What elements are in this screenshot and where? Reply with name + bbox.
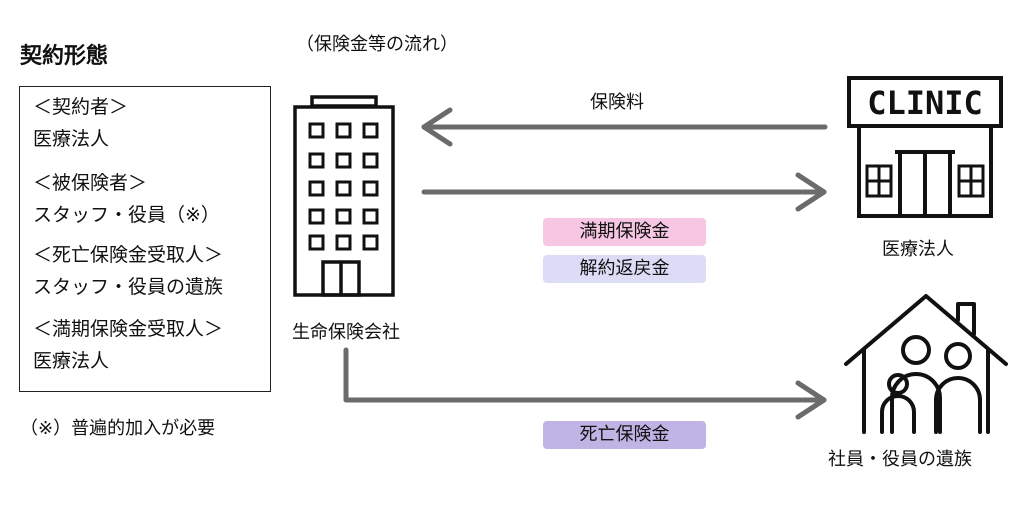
contractor-value: 医療法人	[33, 128, 110, 150]
premium-label: 保険料	[590, 92, 644, 113]
insured-heading: ＜被保険者＞	[33, 172, 148, 194]
death-benefit-arrow	[343, 347, 827, 420]
flow-title: （保険金等の流れ）	[296, 34, 458, 55]
death-beneficiary-value: スタッフ・役員の遺族	[33, 276, 224, 298]
contract-form-title: 契約形態	[20, 44, 109, 69]
death-benefit-label: 死亡保険金	[543, 421, 706, 449]
family-label: 社員・役員の遺族	[828, 449, 972, 470]
death-beneficiary-heading: ＜死亡保険金受取人＞	[33, 244, 224, 266]
corporation-label: 医療法人	[882, 239, 954, 260]
premium-arrow	[421, 107, 828, 147]
contractor-heading: ＜契約者＞	[33, 96, 129, 118]
family-house-icon	[844, 294, 1008, 434]
clinic-building-icon: CLINIC	[847, 76, 1003, 218]
footnote: （※）普遍的加入が必要	[20, 418, 216, 439]
insurer-label: 生命保険会社	[292, 322, 400, 343]
clinic-sign-text: CLINIC	[867, 84, 983, 122]
insured-value: スタッフ・役員（※）	[33, 204, 220, 226]
contract-details-box: ＜契約者＞ 医療法人 ＜被保険者＞ スタッフ・役員（※） ＜死亡保険金受取人＞ …	[19, 86, 271, 392]
office-building-icon	[293, 95, 395, 297]
surrender-value-label: 解約返戻金	[543, 255, 706, 283]
maturity-beneficiary-heading: ＜満期保険金受取人＞	[33, 318, 224, 340]
benefit-arrow	[421, 172, 827, 212]
maturity-beneficiary-value: 医療法人	[33, 350, 110, 372]
maturity-benefit-label: 満期保険金	[543, 218, 706, 246]
